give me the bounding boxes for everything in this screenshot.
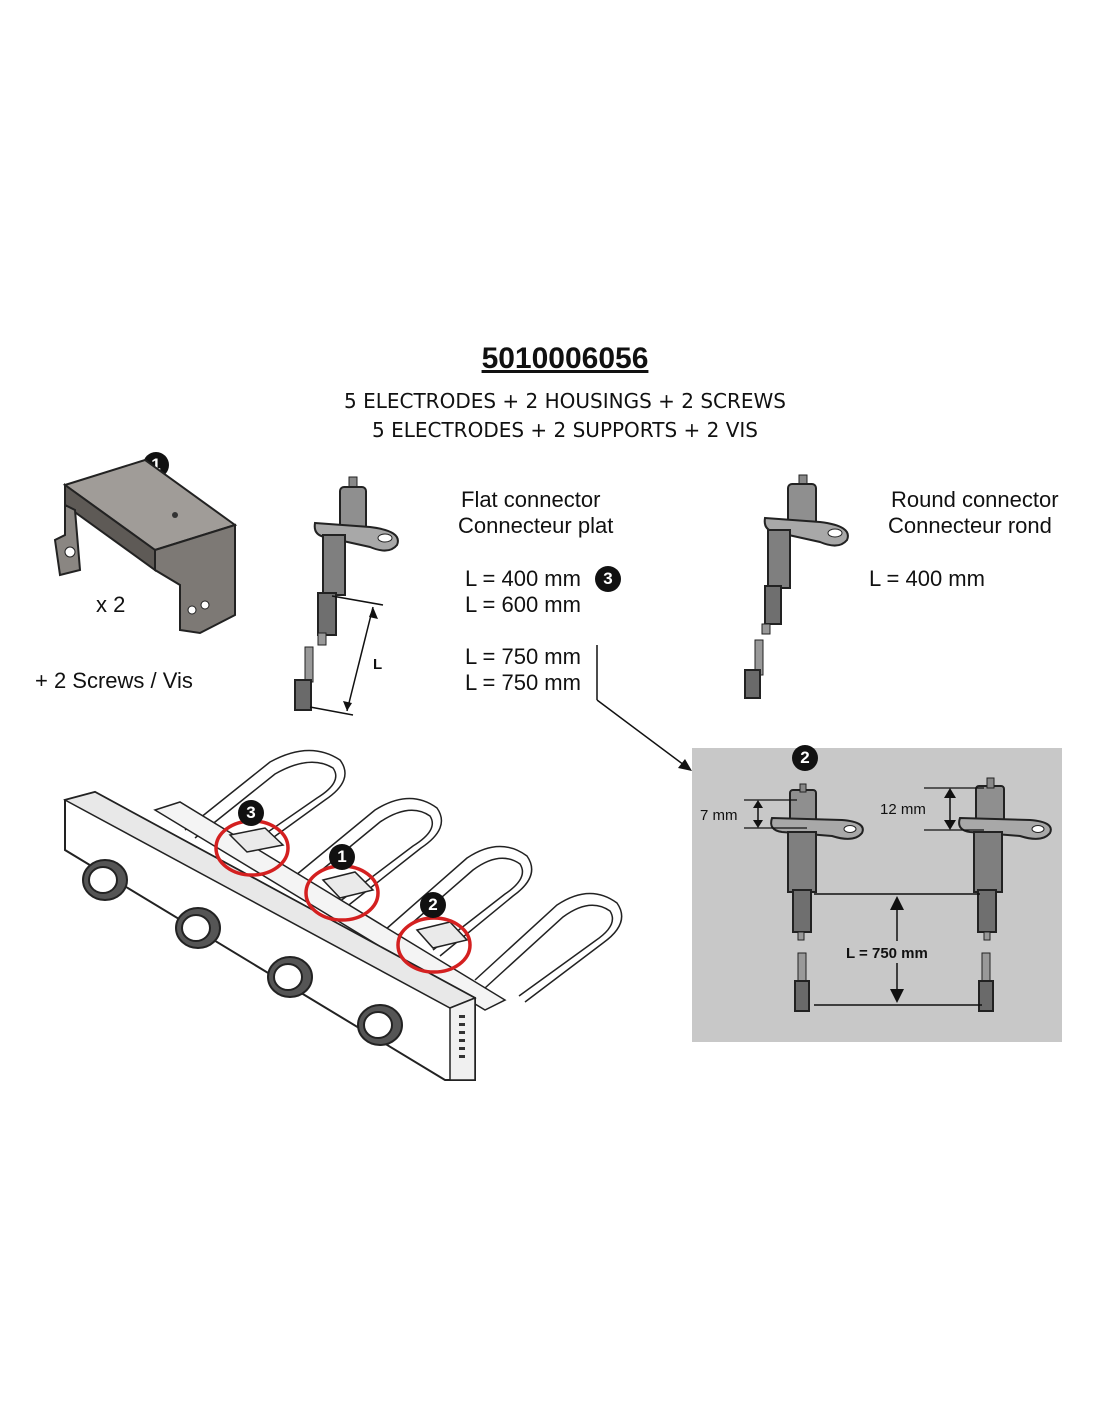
round-electrode-illustration — [744, 474, 849, 699]
flat-length-400: L = 400 mm — [465, 566, 581, 591]
screws-label: + 2 Screws / Vis — [35, 668, 193, 693]
flat-length-750-a: L = 750 mm — [465, 644, 581, 669]
round-title-fr: Connecteur rond — [888, 513, 1052, 538]
housing-bracket-illustration — [53, 458, 238, 635]
length-symbol: L — [373, 656, 382, 673]
dim-12mm: 12 mm — [880, 801, 926, 818]
round-length-400: L = 400 mm — [869, 566, 985, 591]
detail-badge: 2 — [792, 745, 818, 771]
detail-length: L = 750 mm — [846, 945, 928, 962]
flat-title-en: Flat connector — [461, 487, 601, 512]
detail-leader-arrow — [596, 645, 692, 771]
flat-electrode-illustration: L — [294, 476, 399, 716]
flat-length-600: L = 600 mm — [465, 592, 581, 617]
burner-assembly-illustration — [62, 749, 623, 1081]
part-number: 5010006056 — [481, 342, 649, 375]
callout-2-badge: 2 — [420, 892, 446, 918]
detail-electrodes-illustration: 7 mm 12 mm L = 750 mm — [700, 777, 1052, 1012]
description-en: 5 ELECTRODES + 2 HOUSINGS + 2 SCREWS — [344, 389, 786, 413]
callout-1-badge: 1 — [329, 844, 355, 870]
housing-quantity: x 2 — [96, 592, 126, 617]
dim-7mm: 7 mm — [700, 807, 738, 824]
round-title-en: Round connector — [891, 487, 1059, 512]
flat-400-badge: 3 — [595, 566, 621, 592]
callout-3-badge: 3 — [238, 800, 264, 826]
description-fr: 5 ELECTRODES + 2 SUPPORTS + 2 VIS — [372, 418, 758, 442]
flat-length-750-b: L = 750 mm — [465, 670, 581, 695]
flat-title-fr: Connecteur plat — [458, 513, 614, 538]
